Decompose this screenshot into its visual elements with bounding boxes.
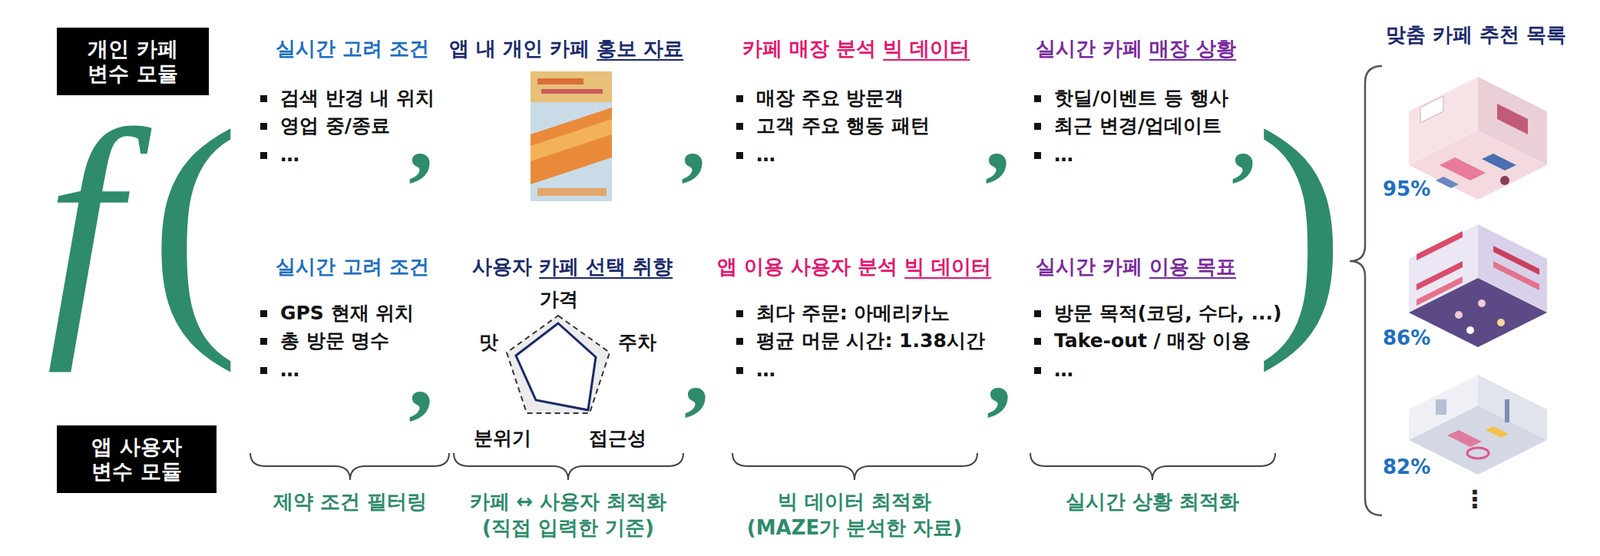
bullet-text: … [1054, 359, 1074, 382]
promo-flyer [530, 71, 612, 202]
radar-axis-label: 분위기 [473, 427, 532, 450]
radar-axis-label: 가격 [539, 288, 579, 311]
column-heading: 이용 목표 [1149, 255, 1237, 279]
comma: , [408, 84, 434, 185]
drawing-part [515, 323, 596, 410]
drawing-part [1454, 310, 1463, 319]
module-box: 개인 카페 변수 모듈 [56, 27, 209, 96]
drawing-part [1477, 299, 1486, 308]
bullet-text: … [1054, 144, 1074, 167]
column-heading: 카페 매장 분석 [742, 37, 877, 61]
match-percent: 86% [1382, 327, 1431, 351]
bullet-text: … [756, 144, 776, 167]
comma: , [408, 322, 434, 423]
drawing-part [530, 71, 612, 202]
bullet-text: Take-out / 매장 이용 [1054, 330, 1251, 353]
drawing-part [1467, 447, 1489, 459]
module-box: 앱 사용자 변수 모듈 [56, 425, 217, 493]
column-heading: 실시간 고려 조건 [275, 255, 430, 279]
heading-row: 앱 내 개인 카페홍보 자료 [449, 37, 684, 61]
heading-row: 앱 이용 사용자 분석빅 데이터 [717, 255, 992, 279]
radar-axis-label: 맛 [479, 331, 499, 354]
function-letter: f [46, 89, 121, 359]
match-percent: 95% [1382, 178, 1431, 202]
drawing-part [530, 71, 612, 103]
column-heading: 앱 이용 사용자 분석 [717, 255, 898, 279]
heading-row: 카페 매장 분석빅 데이터 [742, 37, 970, 61]
comma: , [986, 318, 1012, 419]
drawing-part [1435, 176, 1459, 189]
column-heading: 실시간 고려 조건 [275, 37, 430, 61]
column-heading: 빅 데이터 [882, 37, 970, 61]
comma: , [1231, 84, 1257, 185]
drawing-part [1030, 452, 1276, 480]
bullet-text: 최다 주문: 아메리카노 [756, 302, 950, 325]
drawing-part [1439, 157, 1486, 181]
bullet-text: 방문 목적(코딩, 수다, ...) [1054, 302, 1282, 325]
drawing-part [506, 315, 610, 414]
drawing-part [1466, 326, 1475, 334]
drawing-part [530, 119, 612, 162]
drawing-part [1416, 231, 1463, 261]
bullet-text: 매장 주요 방문객 [756, 87, 904, 110]
more-dots: ⋮ [1462, 485, 1488, 514]
drawing-part [541, 89, 603, 94]
column-heading: 홍보 자료 [596, 37, 684, 61]
drawing-part [732, 452, 978, 480]
list-heading: 맞춤 카페 추천 목록 [1385, 23, 1567, 47]
column-heading: 앱 내 개인 카페 [449, 37, 590, 61]
drawing-part [1435, 399, 1447, 415]
drawing-part [1500, 175, 1510, 186]
column-heading: 빅 데이터 [904, 255, 992, 279]
comma: , [680, 84, 707, 185]
column-heading: 실시간 카페 [1035, 255, 1143, 279]
bullet-text: 고객 주요 행동 패턴 [756, 115, 930, 138]
heading-row: 사용자카페 선택 취향 [472, 255, 673, 279]
match-percent: 82% [1382, 456, 1431, 480]
drawing-part [1420, 95, 1444, 123]
bullet-text: 최근 변경/업데이트 [1054, 115, 1222, 138]
comma: , [985, 84, 1011, 185]
drawing-part [537, 78, 584, 85]
drawing-part [1493, 261, 1540, 291]
drawing-part [453, 452, 684, 480]
radar-axis-label: 접근성 [588, 427, 647, 450]
module-title: 앱 사용자 변수 모듈 [72, 434, 202, 485]
bullet-text: 핫딜/이벤트 등 행사 [1054, 87, 1229, 110]
drawing-part [1485, 426, 1509, 438]
drawing-part [1497, 318, 1505, 327]
drawing-part [1481, 153, 1517, 171]
bullet-text: 평균 머문 시간: 1.38시간 [756, 330, 986, 353]
bullet-text: 총 방문 명수 [280, 330, 390, 353]
radar-chart [506, 315, 610, 414]
bullet-text: … [280, 359, 300, 382]
bullet-text: … [280, 144, 300, 167]
column-heading: 카페 선택 취향 [538, 255, 673, 279]
list-brace [1349, 66, 1382, 516]
drawing-part [537, 188, 607, 196]
heading-row: 실시간 카페매장 상황 [1035, 37, 1237, 61]
drawing-part [1416, 276, 1463, 306]
bullet-text: GPS 현재 위치 [280, 302, 414, 325]
bullet-text: … [756, 359, 776, 382]
drawing-part [1447, 429, 1482, 447]
drawing-part [1497, 103, 1528, 135]
brace-label: 빅 데이터 최적화 (MAZE가 분석한 자료) [737, 489, 972, 542]
brace-label: 실시간 상황 최적화 [1065, 489, 1240, 516]
column-heading: 매장 상황 [1149, 37, 1237, 61]
drawing-part [530, 107, 612, 185]
heading-row: 실시간 카페이용 목표 [1035, 255, 1237, 279]
column-heading: 사용자 [472, 255, 533, 279]
comma: , [684, 318, 710, 419]
column-heading: 실시간 카페 [1035, 37, 1143, 61]
brace-label: 카페 ↔ 사용자 최적화 (직접 입력한 기준) [451, 489, 685, 542]
module-title: 개인 카페 변수 모듈 [72, 36, 194, 87]
drawing-part [1504, 399, 1510, 423]
group-brace [250, 452, 1276, 480]
radar-axis-label: 주차 [618, 331, 657, 354]
brace-label: 제약 조건 필터링 [273, 489, 427, 516]
bullet-text: 영업 중/종료 [280, 115, 391, 138]
open-paren: ( [149, 89, 240, 359]
drawing-part [250, 452, 450, 480]
